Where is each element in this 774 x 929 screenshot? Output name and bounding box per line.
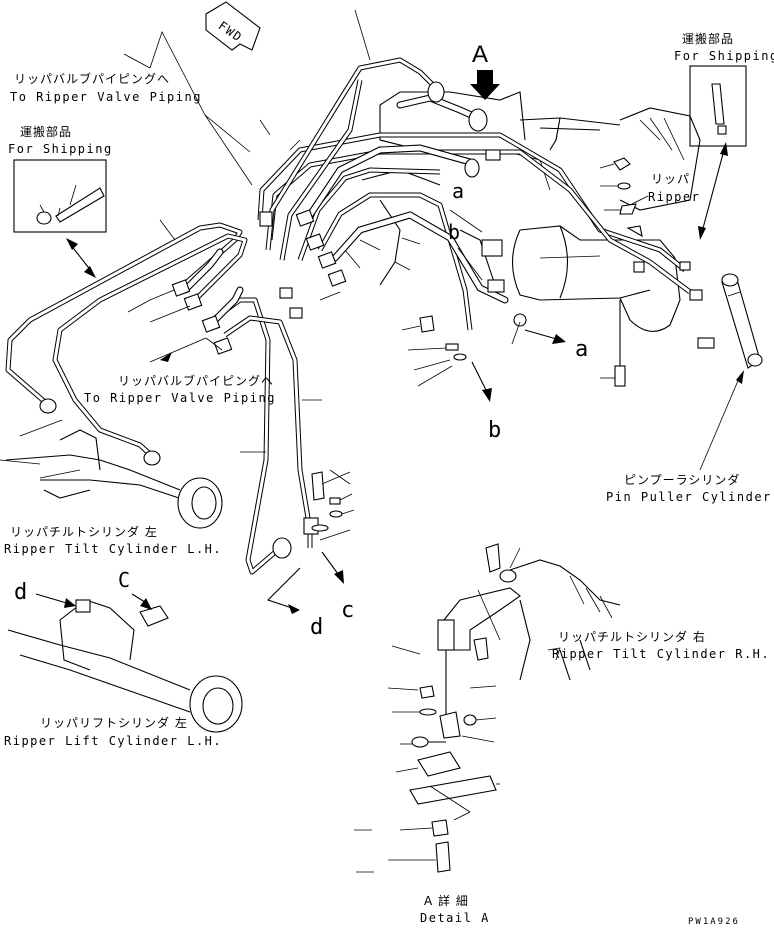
hydraulic-pipes-down: [213, 297, 313, 575]
callout-d-left: d: [14, 580, 29, 605]
hydraulic-pipes-left-loop: [5, 222, 248, 458]
ripper-lift-cylinder-lh: [7, 599, 243, 733]
bolt-stack-lower-left: [311, 471, 355, 532]
shipping-parts-box-right: [689, 65, 747, 147]
pin-puller-jp: ピンプーラシリンダ: [624, 472, 740, 487]
tilt-left-en: Ripper Tilt Cylinder L.H.: [4, 542, 222, 556]
pipe-fittings: [39, 81, 715, 559]
ripper-tilt-cylinder-lh: [5, 429, 223, 529]
hoses: [181, 94, 509, 329]
bolt-right-vertical: [600, 300, 626, 387]
leader-to-valve-mid: [149, 337, 223, 363]
arrow-a-right-icon: [511, 321, 566, 345]
pin-puller-arrow-icon: [736, 370, 744, 384]
arrow-d-icon: [266, 567, 301, 614]
arrow-A-icon: [470, 70, 500, 100]
callout-A: A: [472, 41, 488, 68]
ripper-en: Ripper: [648, 190, 700, 204]
ship-right-en: For Shipping: [674, 49, 774, 63]
bolt-stack-center: [401, 315, 467, 387]
bolt-set-top-right: [599, 157, 643, 238]
pin-puller-cylinder: [721, 273, 763, 369]
to-valve-top-jp: リッパバルブパイピングへ: [14, 71, 170, 86]
arrow-d-left-icon: [35, 593, 76, 608]
detail-jp: A 詳 細: [424, 893, 469, 908]
lift-left-en: Ripper Lift Cylinder L.H.: [4, 734, 222, 748]
callout-a-right: a: [575, 337, 590, 362]
callout-c-top: C: [118, 568, 132, 592]
detail-A-drawing: [354, 543, 621, 873]
tilt-right-en: Ripper Tilt Cylinder R.H.: [552, 647, 770, 661]
arrow-c-down-icon: [321, 551, 344, 584]
callout-a-top: a: [452, 179, 466, 203]
ship-left-jp: 運搬部品: [20, 124, 72, 139]
arrow-b-down-icon: [471, 361, 492, 402]
leader-to-valve-top: [123, 30, 253, 186]
callout-b-bottom: b: [488, 418, 503, 443]
detail-en: Detail A: [420, 911, 490, 925]
double-arrow-right-icon: [698, 142, 728, 240]
ship-right-jp: 運搬部品: [682, 31, 734, 46]
drawing-code: PW1A926: [688, 917, 740, 927]
to-valve-top-en: To Ripper Valve Piping: [10, 90, 202, 104]
pin-puller-en: Pin Puller Cylinder: [606, 490, 772, 504]
callout-c-bottom: c: [341, 598, 356, 623]
part-leader-lines: [0, 9, 371, 541]
to-valve-mid-jp: リッパバルブパイピングへ: [118, 373, 274, 388]
callout-b-top: b: [448, 220, 462, 244]
fwd-arrow-icon: FWD: [205, 1, 261, 51]
shipping-parts-box-left: [13, 159, 107, 233]
ripper-jp: リッパ: [651, 172, 690, 186]
callout-d-bottom: d: [310, 615, 325, 640]
arrow-c-top-icon: [131, 593, 152, 610]
to-valve-mid-en: To Ripper Valve Piping: [84, 391, 276, 405]
pin-puller-leader: [699, 375, 741, 471]
hydraulic-pipes-main: [257, 57, 692, 331]
double-arrow-left-icon: [66, 238, 96, 278]
ship-left-en: For Shipping: [8, 142, 113, 156]
tilt-left-jp: リッパチルトシリンダ 左: [10, 524, 158, 539]
lift-left-jp: リッパリフトシリンダ 左: [40, 715, 188, 730]
tilt-right-jp: リッパチルトシリンダ 右: [558, 629, 706, 644]
ripper-beam: [512, 225, 681, 332]
